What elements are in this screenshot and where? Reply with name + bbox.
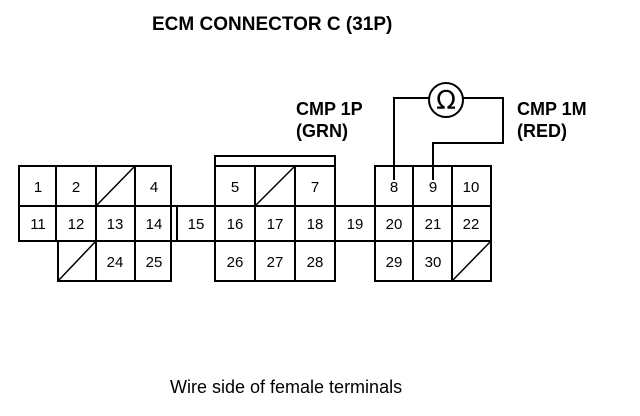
terminal-15: 15 bbox=[188, 216, 205, 233]
terminal-26: 26 bbox=[227, 254, 244, 271]
connector-right-block bbox=[374, 165, 492, 282]
probe-wire-right bbox=[432, 97, 504, 180]
terminal-30: 30 bbox=[425, 254, 442, 271]
terminal-29: 29 bbox=[386, 254, 403, 271]
terminal-9: 9 bbox=[429, 179, 437, 196]
terminal-12: 12 bbox=[68, 216, 85, 233]
terminal-10: 10 bbox=[463, 179, 480, 196]
terminal-16: 16 bbox=[227, 216, 244, 233]
terminal-14: 14 bbox=[146, 216, 163, 233]
terminal-27: 27 bbox=[267, 254, 284, 271]
terminal-17: 17 bbox=[267, 216, 284, 233]
blank-cavity-diagonal bbox=[254, 165, 296, 207]
terminal-numbers: 1 2 4 5 7 8 9 10 11 12 13 14 15 16 17 18… bbox=[30, 179, 479, 271]
terminal-18: 18 bbox=[307, 216, 324, 233]
terminal-11: 11 bbox=[30, 216, 46, 233]
probe-label-left: CMP 1P (GRN) bbox=[296, 99, 363, 141]
terminal-25: 25 bbox=[146, 254, 163, 271]
ohm-icon: Ω bbox=[436, 86, 456, 116]
terminal-13: 13 bbox=[107, 216, 124, 233]
connector-center-block bbox=[214, 155, 336, 282]
probe-label-right: CMP 1M (RED) bbox=[517, 99, 587, 141]
ohmmeter-circle bbox=[428, 82, 464, 118]
diagram-caption: Wire side of female terminals bbox=[170, 377, 402, 397]
terminal-19: 19 bbox=[347, 216, 364, 233]
terminal-22: 22 bbox=[463, 216, 480, 233]
terminal-2: 2 bbox=[72, 179, 80, 196]
connector-middle-row bbox=[177, 205, 375, 242]
terminal-20: 20 bbox=[386, 216, 403, 233]
blank-cavity-diagonal bbox=[95, 165, 136, 207]
blank-cavity-diagonal bbox=[451, 240, 492, 282]
terminal-24: 24 bbox=[107, 254, 124, 271]
terminal-8: 8 bbox=[390, 179, 398, 196]
terminal-7: 7 bbox=[311, 179, 319, 196]
probe-wires bbox=[393, 97, 504, 180]
probe-right-name: CMP 1M bbox=[517, 99, 587, 119]
terminal-4: 4 bbox=[150, 179, 158, 196]
probe-left-color: (GRN) bbox=[296, 121, 348, 141]
terminal-28: 28 bbox=[307, 254, 324, 271]
blank-cavity-diagonal bbox=[57, 240, 97, 282]
connector-left-block bbox=[18, 165, 178, 282]
ohmmeter: Ω bbox=[428, 82, 464, 118]
probe-left-name: CMP 1P bbox=[296, 99, 363, 119]
diagram-title: ECM CONNECTOR C (31P) bbox=[152, 14, 392, 35]
terminal-5: 5 bbox=[231, 179, 239, 196]
probe-wire-left bbox=[393, 97, 429, 180]
probe-right-color: (RED) bbox=[517, 121, 567, 141]
terminal-21: 21 bbox=[425, 216, 442, 233]
terminal-1: 1 bbox=[34, 179, 42, 196]
